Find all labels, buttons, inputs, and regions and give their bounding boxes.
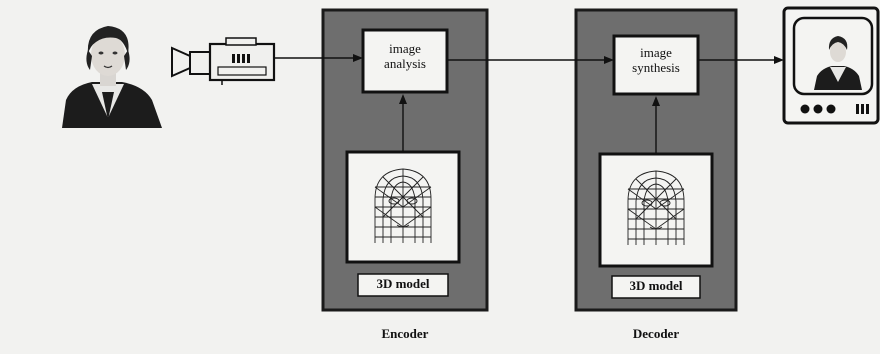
decoder-model-label: 3D model — [629, 278, 683, 293]
image-analysis-box — [361, 28, 449, 94]
synthesis-label-line2: synthesis — [632, 59, 680, 75]
flow-arrows — [274, 54, 784, 154]
synthesis-label-line1: image — [640, 45, 672, 60]
encoder-model-label: 3D model — [376, 276, 430, 291]
decoder-caption: Decoder — [632, 326, 680, 341]
video-camera-icon — [171, 37, 276, 85]
encoder-caption: Encoder — [381, 326, 429, 341]
analysis-label-line1: image — [389, 41, 421, 56]
decoder-model-label-box — [611, 275, 701, 299]
tv-monitor-icon — [782, 6, 880, 125]
encoder-model-label-box — [357, 273, 449, 297]
synthesis-label: image synthesis — [614, 45, 698, 76]
person-portrait-icon — [62, 26, 162, 128]
image-synthesis-box — [612, 34, 700, 96]
wireframe-head-icon — [627, 170, 685, 245]
analysis-label-line2: analysis — [384, 55, 426, 71]
wireframe-head-icon — [374, 168, 432, 243]
analysis-label: image analysis — [363, 41, 447, 72]
